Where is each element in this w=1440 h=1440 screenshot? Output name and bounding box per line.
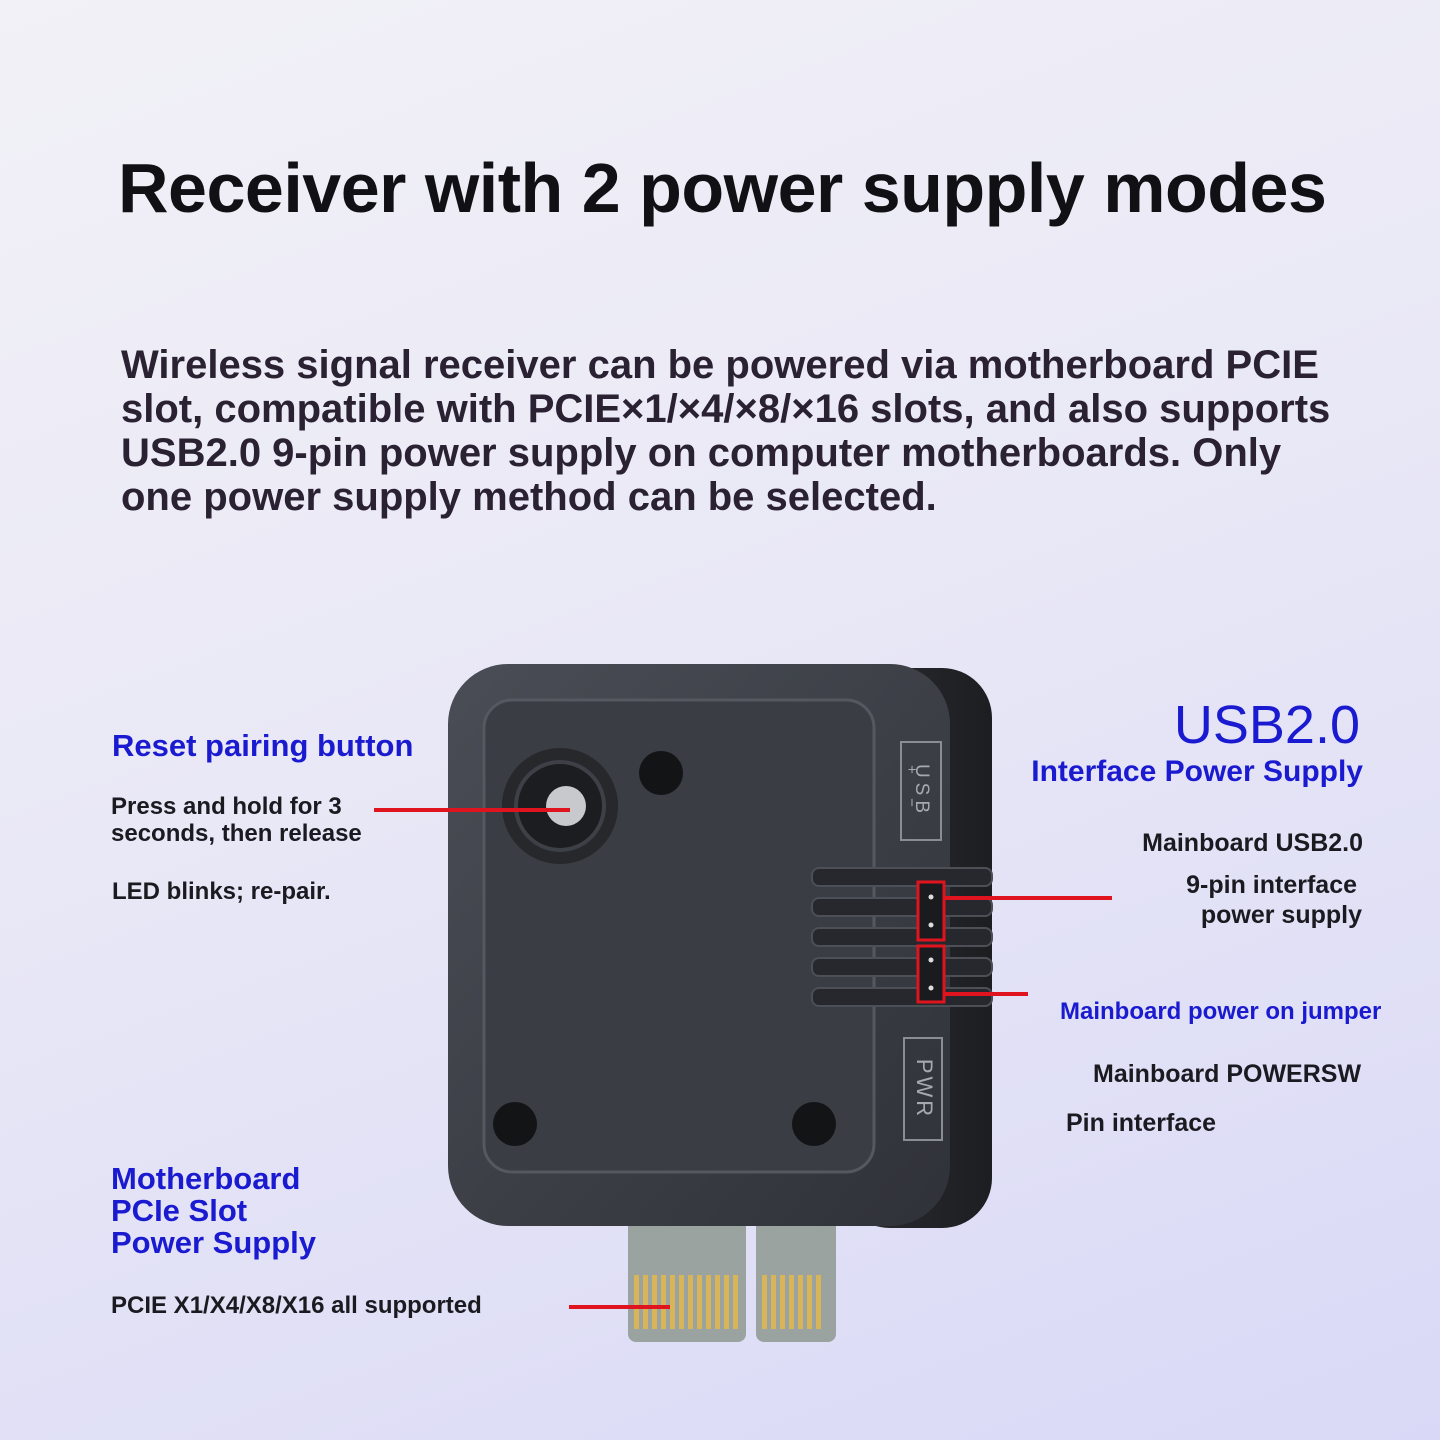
usb-label-box bbox=[900, 741, 942, 841]
usb-line1: Mainboard USB2.0 bbox=[1142, 829, 1363, 857]
usb-line3: power supply bbox=[1200, 901, 1362, 929]
screw-hole bbox=[792, 1102, 836, 1146]
pwr-port-label: PWR bbox=[912, 1059, 937, 1119]
jumper-heading: Mainboard power on jumper bbox=[1060, 998, 1382, 1025]
gold-contacts bbox=[634, 1275, 821, 1329]
pwr-pin-header bbox=[916, 944, 946, 1004]
usb-pin-header bbox=[916, 880, 946, 942]
usb-polarity-label: + − bbox=[903, 765, 920, 817]
pcie-heading-line2: PCIe Slot bbox=[111, 1193, 248, 1228]
usb-big-heading: USB2.0 bbox=[1173, 695, 1360, 755]
reset-button-icon bbox=[502, 748, 618, 864]
reset-instruction-line2: seconds, then release bbox=[111, 820, 362, 847]
pcie-support-note: PCIE X1/X4/X8/X16 all supported bbox=[111, 1292, 482, 1319]
pcie-edge-connector bbox=[628, 1210, 836, 1342]
page-title: Receiver with 2 power supply modes bbox=[118, 149, 1327, 227]
usb-port-label: USB bbox=[911, 764, 932, 818]
usb-sub-heading: Interface Power Supply bbox=[1031, 755, 1363, 788]
jumper-line1: Mainboard POWERSW bbox=[1093, 1060, 1362, 1088]
heatsink-fins bbox=[811, 867, 993, 1007]
reset-heading: Reset pairing button bbox=[112, 728, 414, 763]
reset-led-note: LED blinks; re-pair. bbox=[112, 878, 331, 905]
intro-paragraph: Wireless signal receiver can be powered … bbox=[121, 343, 1331, 519]
reset-instruction-line1: Press and hold for 3 bbox=[111, 793, 342, 820]
usb-line2: 9-pin interface bbox=[1186, 871, 1357, 899]
pwr-label-box bbox=[903, 1037, 943, 1141]
pcie-heading-line1: Motherboard bbox=[111, 1161, 301, 1196]
screw-hole bbox=[493, 1102, 537, 1146]
pcie-heading-line3: Power Supply bbox=[111, 1225, 316, 1260]
jumper-line2: Pin interface bbox=[1066, 1109, 1217, 1137]
screw-hole bbox=[639, 751, 683, 795]
